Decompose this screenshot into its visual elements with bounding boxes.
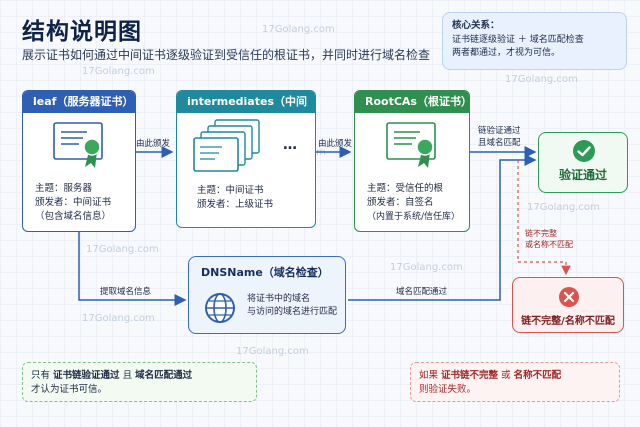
dns-line-2: 与访问的域名进行匹配	[247, 307, 338, 317]
intermediates-header: intermediates（中间证书）	[177, 91, 315, 130]
watermark: 17Golang.com	[86, 244, 159, 255]
page-title: 结构说明图	[22, 19, 142, 45]
edge-label-chain-ok-2: 且域名匹配	[478, 138, 521, 148]
root-extra: （内置于系统/信任库）	[367, 212, 461, 222]
edge-fail	[517, 160, 571, 276]
note-fail-text: 如果	[419, 370, 439, 381]
intermediates-issuer: 颁发者：上级证书	[197, 199, 274, 210]
edge-label-issued-1: 由此颁发	[136, 139, 171, 149]
intermediates-certificate-box: intermediates（中间证书） … 主题：中间证书 颁发者：上级证书	[176, 90, 316, 228]
result-success-label: 验证通过	[558, 168, 607, 182]
leaf-extra: （包含域名信息）	[35, 211, 112, 222]
edge-label-fail-1: 链不完整	[525, 229, 557, 238]
intermediates-subject: 主题：中间证书	[197, 185, 264, 196]
note-fail-bold-1: 证书链不完整	[441, 370, 499, 381]
page-subtitle: 展示证书如何通过中间证书逐级验证到受信任的根证书，并同时进行域名检查	[22, 48, 431, 62]
note-ok-bold-2: 域名匹配通过	[135, 370, 193, 381]
edge-label-domain-match: 域名匹配通过	[396, 287, 448, 297]
result-failure-box: 链不完整/名称不匹配	[512, 277, 624, 333]
note-fail-line-2: 则验证失败。	[419, 384, 477, 395]
root-certificate-box: RootCAs（根证书） 主题：受信任的根 颁发者：自签名 （内置于系统/信任库…	[354, 90, 470, 232]
edge-label-issued-2: 由此颁发	[318, 139, 353, 149]
edge-leaf-to-dns	[78, 232, 187, 306]
note-fail-bold-2: 名称不匹配	[513, 370, 562, 381]
leaf-subject: 主题：服务器	[35, 183, 93, 194]
stacked-certificates-icon	[193, 119, 260, 172]
note-ok-line-2: 才认为证书可信。	[31, 384, 108, 395]
edge-label-fail-2: 或名称不匹配	[525, 240, 573, 249]
watermark: 17Golang.com	[82, 313, 155, 324]
root-subject: 主题：受信任的根	[367, 183, 444, 194]
leaf-header: leaf（服务器证书）	[23, 91, 135, 113]
watermark: 17Golang.com	[262, 24, 335, 35]
core-line-2: 两者都通过，才视为可信。	[452, 48, 561, 58]
dnsname-check-box: DNSName（域名检查） 将证书中的域名 与访问的域名进行匹配	[188, 256, 346, 334]
core-heading: 核心关系：	[452, 20, 500, 31]
edge-label-extract-domain: 提取域名信息	[100, 287, 152, 297]
root-header: RootCAs（根证书）	[355, 91, 469, 113]
core-line-1: 证书链逐级验证 ＋ 域名匹配检查	[452, 35, 584, 45]
x-circle-icon	[559, 287, 579, 307]
note-fail-text: 或	[501, 370, 511, 381]
result-success-box: 验证通过	[538, 132, 628, 193]
success-condition-note: 只有 证书链验证通过 且 域名匹配通过 才认为证书可信。	[22, 362, 257, 402]
leaf-issuer: 颁发者：中间证书	[35, 197, 112, 208]
watermark: 17Golang.com	[236, 346, 309, 357]
watermark: 17Golang.com	[527, 202, 600, 213]
watermark: 17Golang.com	[505, 74, 578, 85]
note-ok-bold-1: 证书链验证通过	[53, 370, 120, 381]
certificate-icon	[386, 122, 436, 168]
intermediates-ellipsis: …	[283, 137, 297, 153]
note-ok-text: 且	[122, 370, 133, 381]
dns-header: DNSName（域名检查）	[201, 266, 329, 279]
core-relation-box: 核心关系： 证书链逐级验证 ＋ 域名匹配检查 两者都通过，才视为可信。	[442, 12, 627, 70]
result-failure-label: 链不完整/名称不匹配	[521, 316, 615, 327]
note-ok-text: 只有	[31, 370, 51, 381]
check-circle-icon	[573, 140, 595, 162]
edge-label-chain-ok-1: 链验证通过	[478, 126, 521, 136]
dns-line-1: 将证书中的域名	[247, 294, 311, 304]
certificate-icon	[53, 122, 103, 168]
leaf-certificate-box: leaf（服务器证书） 主题：服务器 颁发者：中间证书 （包含域名信息）	[22, 90, 136, 232]
globe-icon	[205, 293, 235, 323]
watermark: 17Golang.com	[82, 66, 155, 77]
root-issuer: 颁发者：自签名	[367, 197, 434, 208]
failure-condition-note: 如果 证书链不完整 或 名称不匹配 则验证失败。	[410, 362, 620, 402]
watermark: 17Golang.com	[390, 262, 463, 273]
